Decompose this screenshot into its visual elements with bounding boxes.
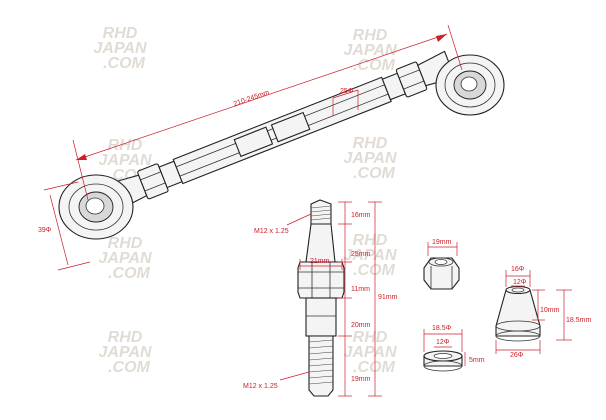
spacer-base-diameter-label: 26Φ <box>510 352 524 359</box>
svg-text:JAPAN: JAPAN <box>98 344 151 361</box>
lower-shank-length-label: 20mm <box>351 322 371 329</box>
svg-text:JAPAN: JAPAN <box>343 42 396 59</box>
svg-text:.COM: .COM <box>353 57 395 74</box>
wrench-flat <box>233 126 274 158</box>
watermark-logo: RHD JAPAN .COM <box>93 25 146 72</box>
spacer-top-diameter-label: 16Φ <box>511 266 525 273</box>
svg-text:RHD: RHD <box>353 27 388 44</box>
svg-text:RHD: RHD <box>353 135 388 152</box>
watermark-logo: RHD JAPAN .COM <box>343 27 396 74</box>
svg-text:.COM: .COM <box>103 55 145 72</box>
bottom-thread <box>308 335 334 397</box>
rod-length-label: 210-245mm <box>233 89 271 108</box>
upper-shank <box>305 223 336 263</box>
svg-text:JAPAN: JAPAN <box>343 150 396 167</box>
bottom-thread-length-label: 19mm <box>351 376 371 383</box>
svg-text:RHD: RHD <box>353 232 388 249</box>
lock-nut: 19mm <box>423 239 460 290</box>
svg-text:JAPAN: JAPAN <box>343 247 396 264</box>
hex-width-label: 21mm <box>310 258 330 265</box>
total-length-label: 91mm <box>378 294 398 301</box>
spacer-total-height-label: 18.5mm <box>566 317 591 324</box>
svg-text:RHD: RHD <box>103 25 138 42</box>
svg-text:RHD: RHD <box>108 235 143 252</box>
right-rod-end-eye <box>435 54 505 116</box>
left-rod-end-eye <box>58 174 134 240</box>
spacer-inner-diameter-label: 12Φ <box>513 279 527 286</box>
top-thread-spec-label: M12 x 1.25 <box>254 228 289 235</box>
lower-shank <box>305 297 337 337</box>
spacer-top-height-label: 10mm <box>540 307 560 314</box>
svg-text:JAPAN: JAPAN <box>343 344 396 361</box>
hex-height-label: 11mm <box>351 286 370 293</box>
washer-thickness-label: 5mm <box>469 357 485 364</box>
stud-dimensions: 16mm 25mm 11mm 20mm 19mm 91mm 21mm M12 x… <box>243 201 398 397</box>
svg-text:.COM: .COM <box>353 262 395 279</box>
washer-outer-diameter-label: 18.5Φ <box>432 325 452 332</box>
spacer: 16Φ 12Φ 10mm 18.5mm 26Φ <box>495 266 591 359</box>
hex-collar <box>297 261 345 299</box>
watermark-logo: RHD JAPAN .COM <box>98 329 151 376</box>
svg-text:.COM: .COM <box>108 265 150 282</box>
svg-text:JAPAN: JAPAN <box>98 152 151 169</box>
svg-text:.COM: .COM <box>353 359 395 376</box>
washer: 18.5Φ 12Φ 5mm <box>423 325 485 372</box>
top-thread-length-label: 16mm <box>351 212 371 219</box>
eye-diameter-label: 39Φ <box>38 227 52 234</box>
svg-text:JAPAN: JAPAN <box>93 40 146 57</box>
svg-text:.COM: .COM <box>108 359 150 376</box>
watermark-group: RHD JAPAN .COM RHD JAPAN .COM RHD JAPAN … <box>93 25 396 376</box>
watermark-logo: RHD JAPAN .COM <box>98 235 151 282</box>
tube-diameter-dimension: 25Φ <box>332 88 359 116</box>
svg-text:.COM: .COM <box>353 165 395 182</box>
nut-width-label: 19mm <box>432 239 452 246</box>
tube-diameter-label: 25Φ <box>340 88 354 95</box>
svg-text:RHD: RHD <box>108 329 143 346</box>
washer-inner-diameter-label: 12Φ <box>436 339 450 346</box>
wrench-flat <box>270 111 311 143</box>
svg-text:RHD: RHD <box>353 329 388 346</box>
bottom-thread-spec-label: M12 x 1.25 <box>243 383 278 390</box>
watermark-logo: RHD JAPAN .COM <box>343 329 396 376</box>
svg-text:RHD: RHD <box>108 137 143 154</box>
upper-shank-length-label: 25mm <box>351 251 371 258</box>
rod-assembly: 210-245mm 25Φ 39Φ <box>38 24 505 271</box>
svg-text:JAPAN: JAPAN <box>98 250 151 267</box>
watermark-logo: RHD JAPAN .COM <box>343 135 396 182</box>
stud-bolt: 16mm 25mm 11mm 20mm 19mm 91mm 21mm M12 x… <box>243 199 398 397</box>
watermark-logo: RHD JAPAN .COM <box>343 232 396 279</box>
eye-diameter-dimension: 39Φ <box>38 181 91 271</box>
